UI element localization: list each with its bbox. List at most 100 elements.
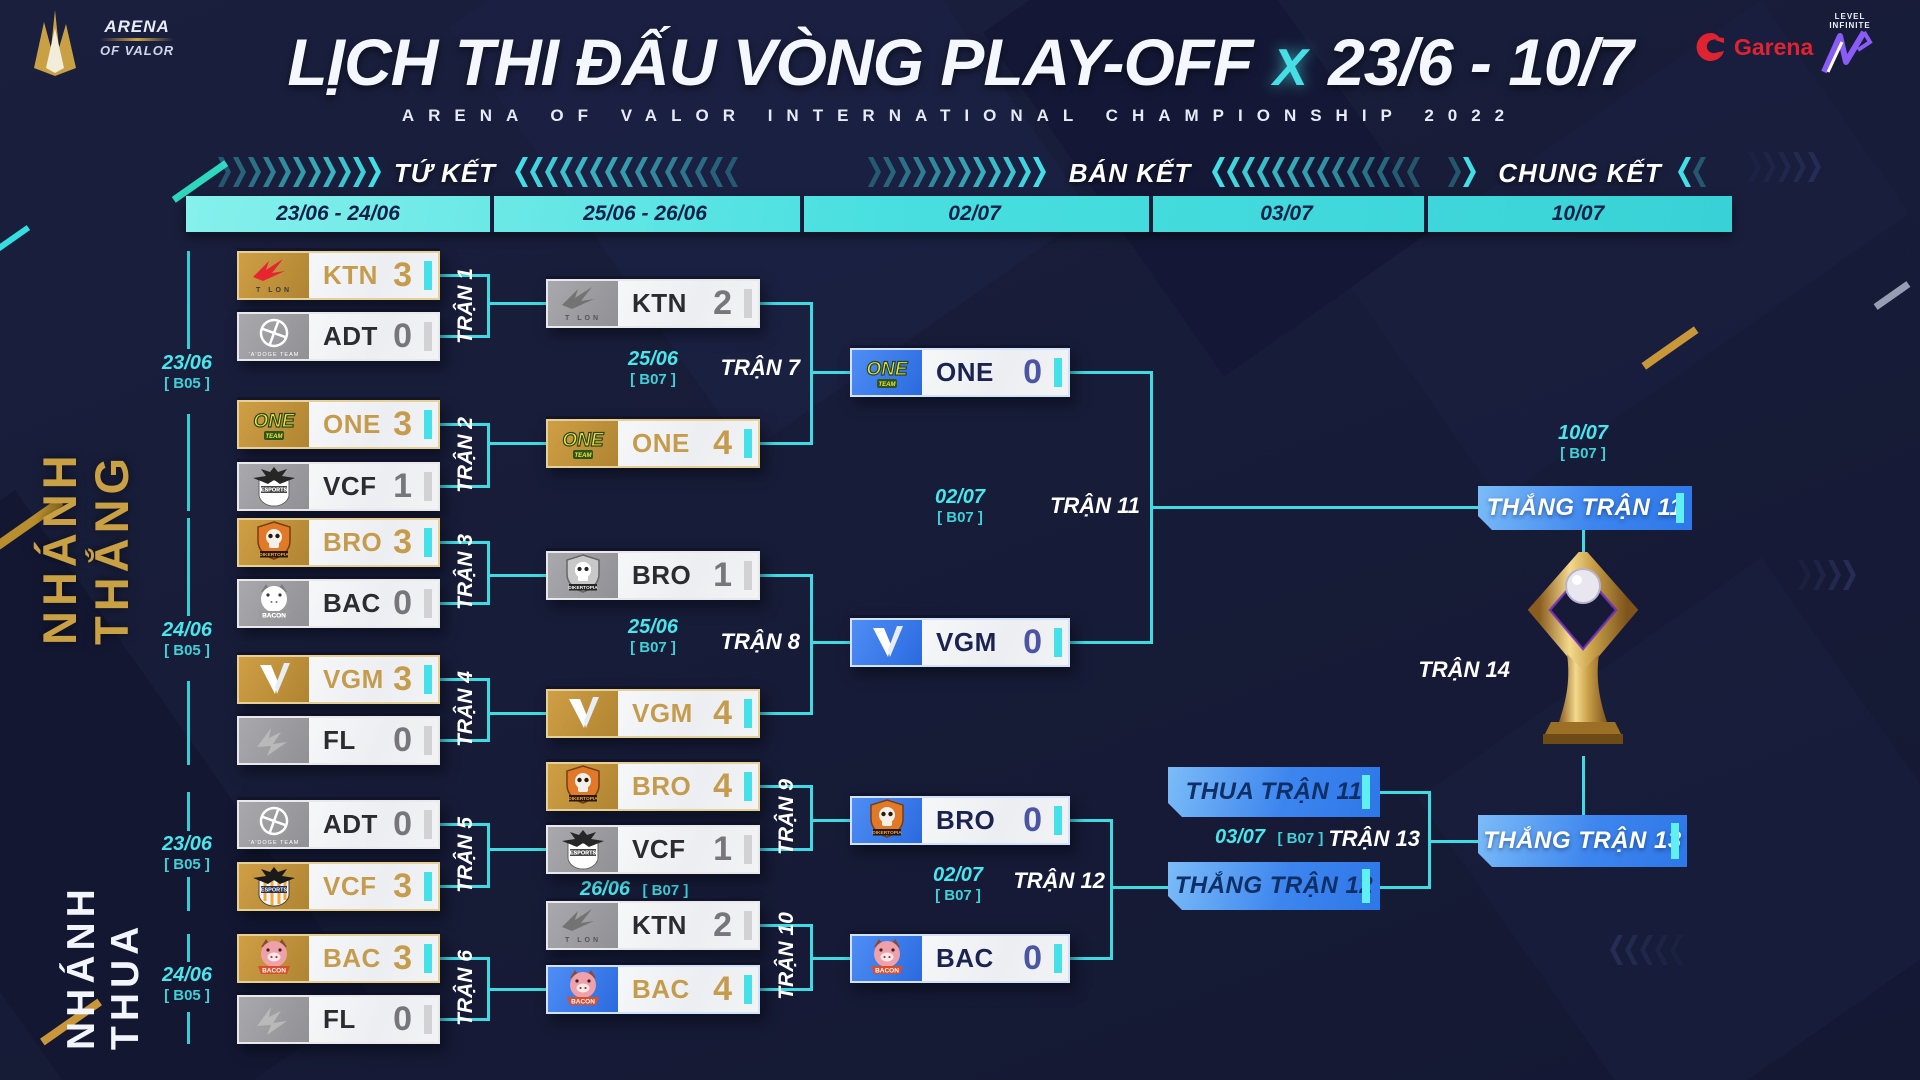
bracket-line [487,678,490,742]
match-date-label: 24/06 [ B05 ] [132,964,242,1004]
dikertopia-logo-icon [548,764,618,809]
bracket-line [487,848,546,851]
score-strip [424,261,432,290]
match-date-label: 26/06 [ B07 ] [580,878,688,901]
score-strip [744,911,752,940]
team-score: 4 [713,767,732,805]
bracket-line [810,785,813,851]
winners-bracket-label: NHÁNH [33,450,86,645]
bg-streak-silver [1873,281,1911,310]
team-abbr: KTN [632,910,687,940]
bracket-line [1070,641,1150,644]
bracket-line [1582,530,1585,558]
talon-logo-icon [239,253,309,298]
level-infinite-icon [1821,30,1873,74]
date-columns-bar: 23/06 - 24/06 25/06 - 26/06 02/07 03/07 … [186,196,1732,232]
format-text: [ B07 ] [935,887,981,904]
team-bar: ADT 0 [237,800,440,849]
chevrons-right-icon [218,157,383,187]
aov-badge-ornament [100,38,175,41]
team-abbr: BAC [323,943,381,973]
format-text: [ B07 ] [1560,445,1606,462]
format-text: [ B07 ] [937,509,983,526]
date-guide-line [187,1012,190,1044]
aov-badge-text: ARENA [104,17,170,36]
valencia-esports-logo-icon [239,464,309,509]
format-text: [ B05 ] [164,987,210,1004]
team-score: 0 [393,1000,412,1038]
team-bar: VGM 3 [237,655,440,704]
date-column-divider [800,196,804,232]
garena-logo: Garena [1694,30,1813,64]
team-score: 0 [393,584,412,622]
match-number-label: TRẬN 12 [1013,868,1105,893]
match-number-label: TRẬN 11 [1049,493,1140,518]
bacon-time-logo-icon [548,967,618,1012]
team-score: 4 [713,970,732,1008]
bracket-line [440,1018,487,1021]
score-strip [424,944,432,973]
bg-streak-cyan [0,225,31,253]
team-abbr: BAC [632,974,690,1004]
score-strip [424,810,432,839]
score-strip [424,528,432,557]
bracket-line [760,712,810,715]
date-guide-line [187,681,190,765]
round-label-semifinal: BÁN KẾT [1068,158,1192,188]
team-score: 3 [393,660,412,698]
date-guide-line [187,251,190,349]
date-column-divider [490,196,494,232]
date-text: 23/06 [161,352,213,374]
round-label-quarterfinal: TỨ KẾT [393,158,497,188]
chevrons-right-icon [1448,157,1478,187]
team-score: 0 [393,805,412,843]
team-abbr: ONE [936,357,994,387]
bracket-line [487,988,546,991]
team-abbr: BRO [632,560,692,590]
score-strip [424,1005,432,1034]
loser-final-slot-button: THẮNG TRẬN 13 [1478,815,1687,867]
bracket-line [760,785,810,788]
bracket-line [760,924,810,927]
team-score: 0 [393,721,412,759]
title-date-range: 23/6 - 10/7 [1328,25,1634,99]
bracket-line [1428,840,1478,843]
dikertopia-logo-icon [548,553,618,598]
bracket-line [1110,819,1113,960]
bracket-line [1070,819,1110,822]
title-main: LỊCH THI ĐẤU VÒNG PLAY-OFF [287,25,1253,99]
page-subtitle: ARENA OF VALOR INTERNATIONAL CHAMPIONSHI… [401,106,1519,125]
adt-logo-icon [239,314,309,359]
score-strip [1054,628,1062,657]
team-score: 3 [393,256,412,294]
loser-semifinal-slot-button: THUA TRẬN 11 [1168,767,1380,817]
team-abbr: BRO [936,805,996,835]
talon-logo-icon [548,281,618,326]
match-number-label: TRẬN 9 [775,779,798,855]
match-date-label: 03/07 [ B07 ] [1215,826,1323,849]
team-abbr: VGM [323,664,384,694]
bracket-line [487,541,490,605]
bracket-line [440,485,487,488]
date-column: 25/06 - 26/06 [583,202,707,225]
score-strip [424,410,432,439]
team-abbr: BAC [936,943,994,973]
team-abbr: FL [323,1004,356,1034]
match-number-label: TRẬN 3 [454,534,477,610]
match-date-label: 02/07 [ B07 ] [898,864,1018,904]
chevrons-right-icon [868,157,1048,187]
date-text: 24/06 [161,619,213,641]
date-text: 25/06 [627,348,679,370]
date-guide-line [187,934,190,962]
team-abbr: ADT [323,809,378,839]
score-strip [744,835,752,864]
team-flash-logo-icon [239,997,309,1042]
team-score: 0 [1023,623,1042,661]
bacon-time-logo-icon [852,936,922,981]
v-gaming-logo-icon [239,657,309,702]
bracket-line [487,442,546,445]
